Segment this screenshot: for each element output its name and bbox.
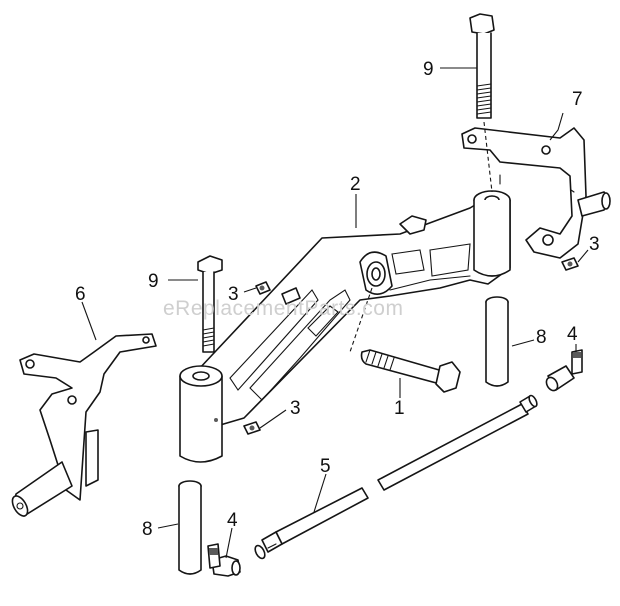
part-9-bolt-top: [440, 13, 495, 119]
part-8-bushing-right: [485, 296, 535, 387]
callout-8-right: 8: [536, 327, 547, 348]
callout-4-left: 4: [227, 510, 238, 531]
alignment-line-bolt: [349, 287, 373, 353]
part-9-bolt-left: [168, 255, 223, 353]
callout-7: 7: [572, 89, 583, 110]
part-5-tie-rod: [254, 394, 538, 560]
part-2-axle-beam: [197, 190, 511, 429]
part-8-bushing-left: [157, 480, 202, 575]
part-2-left-tube: [179, 365, 223, 463]
part-3-grease-fitting-c: [561, 249, 589, 271]
callout-3-top: 3: [228, 284, 239, 305]
callout-5: 5: [320, 456, 331, 477]
callout-4-right: 4: [567, 324, 578, 345]
part-7-right-bracket: [461, 112, 611, 259]
alignment-line-right: [483, 121, 493, 193]
part-3-grease-fitting-a: [243, 281, 271, 295]
part-4-fitting-left: [207, 527, 241, 577]
callout-1: 1: [394, 398, 405, 419]
callout-3-right: 3: [589, 234, 600, 255]
callout-3-bottom: 3: [290, 398, 301, 419]
part-4-fitting-right: [545, 344, 583, 392]
part-1-pivot-bolt: [360, 349, 461, 398]
part-6-left-bracket: [11, 301, 157, 517]
callout-9-left: 9: [148, 271, 159, 292]
callout-2: 2: [350, 174, 361, 195]
callout-8-left: 8: [142, 519, 153, 540]
callout-9-top: 9: [423, 59, 434, 80]
callout-6: 6: [75, 284, 86, 305]
part-3-grease-fitting-b: [243, 409, 287, 435]
watermark: eReplacementParts.com: [163, 297, 403, 320]
